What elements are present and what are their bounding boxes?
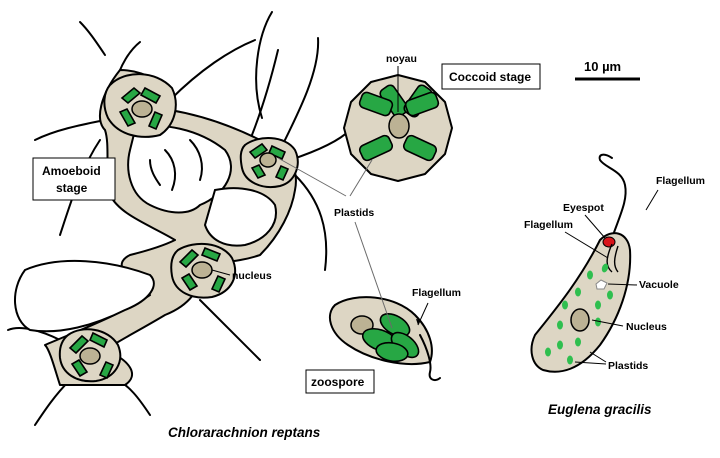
filament xyxy=(169,39,256,101)
zoospore-flagellum xyxy=(419,334,441,381)
zoospore-cell xyxy=(328,296,441,381)
plastid xyxy=(358,91,394,117)
coccoid-stage-label: Coccoid stage xyxy=(441,63,541,90)
nucleus-euglena-pointer xyxy=(591,319,624,327)
euglena-flagellum xyxy=(598,153,627,239)
vacuole-pointer xyxy=(607,283,638,286)
filament xyxy=(149,159,161,186)
flagellum-zoospore-label: Flagellum xyxy=(412,287,461,299)
filament xyxy=(279,37,320,151)
filament xyxy=(189,139,203,181)
flagellum-left-pointer xyxy=(564,231,609,259)
chlorarachnion-title: Chlorarachnion reptans xyxy=(168,425,321,440)
plastids-euglena-label: Plastids xyxy=(608,360,648,372)
noyau-label: noyau xyxy=(386,53,417,65)
scale-label: 10 µm xyxy=(584,59,621,74)
nucleus xyxy=(131,100,153,118)
plastid xyxy=(358,134,394,162)
zoospore-label: zoospore xyxy=(305,369,375,394)
plastid xyxy=(402,134,438,162)
vacuole-label: Vacuole xyxy=(639,279,679,291)
nucleus-pointer xyxy=(211,269,231,276)
euglena-cell xyxy=(530,153,632,373)
amoeboid-cell-2 xyxy=(239,137,299,188)
flagellum-left-label: Flagellum xyxy=(524,219,573,231)
nucleus-center-label: nucleus xyxy=(232,270,272,282)
nucleus-euglena-label: Nucleus xyxy=(626,321,667,333)
scale-bar: 10 µm xyxy=(575,59,640,81)
nucleus xyxy=(79,347,101,365)
eyespot xyxy=(602,236,616,248)
plastids-pointer xyxy=(354,221,393,329)
filament xyxy=(255,11,273,119)
plastids-euglena-pointer xyxy=(589,351,607,363)
plastid xyxy=(404,91,440,117)
filament xyxy=(34,119,106,141)
amoeboid-cell-3 xyxy=(170,242,237,299)
amoeboid-cell-4 xyxy=(58,328,122,383)
coccoid-cell xyxy=(343,74,453,182)
nucleus xyxy=(191,261,213,279)
filament xyxy=(294,174,328,271)
web-hole xyxy=(13,259,155,333)
filament xyxy=(164,149,177,191)
zoospore-text: zoospore xyxy=(311,375,365,389)
nucleus xyxy=(388,113,410,139)
filament xyxy=(289,129,351,161)
nucleus xyxy=(570,308,590,332)
nucleus xyxy=(259,152,277,168)
amoeboid-stage-line2: stage xyxy=(56,181,88,195)
amoeboid-network xyxy=(7,11,351,426)
plastids-pointer xyxy=(349,159,373,197)
coccoid-stage-text: Coccoid stage xyxy=(449,70,531,84)
flagellum-top-pointer xyxy=(645,189,659,211)
amoeboid-cell-1 xyxy=(103,73,177,138)
plastids-center-label: Plastids xyxy=(334,207,374,219)
plastids-euglena-pointer xyxy=(574,361,607,365)
filament xyxy=(249,49,279,141)
filament xyxy=(34,379,71,426)
amoeboid-stage-label: Amoeboid stage xyxy=(32,157,116,201)
plastids-pointer xyxy=(277,157,347,197)
web-hole xyxy=(203,187,277,247)
web-hole xyxy=(127,125,232,214)
vacuole xyxy=(595,279,608,290)
filament xyxy=(199,299,261,361)
amoeboid-stage-line1: Amoeboid xyxy=(42,164,101,178)
eyespot-pointer xyxy=(584,214,606,239)
eyespot-label: Eyespot xyxy=(563,202,604,214)
filament xyxy=(79,21,106,56)
euglena-title: Euglena gracilis xyxy=(548,402,652,417)
flagellum-top-label: Flagellum xyxy=(656,175,705,187)
